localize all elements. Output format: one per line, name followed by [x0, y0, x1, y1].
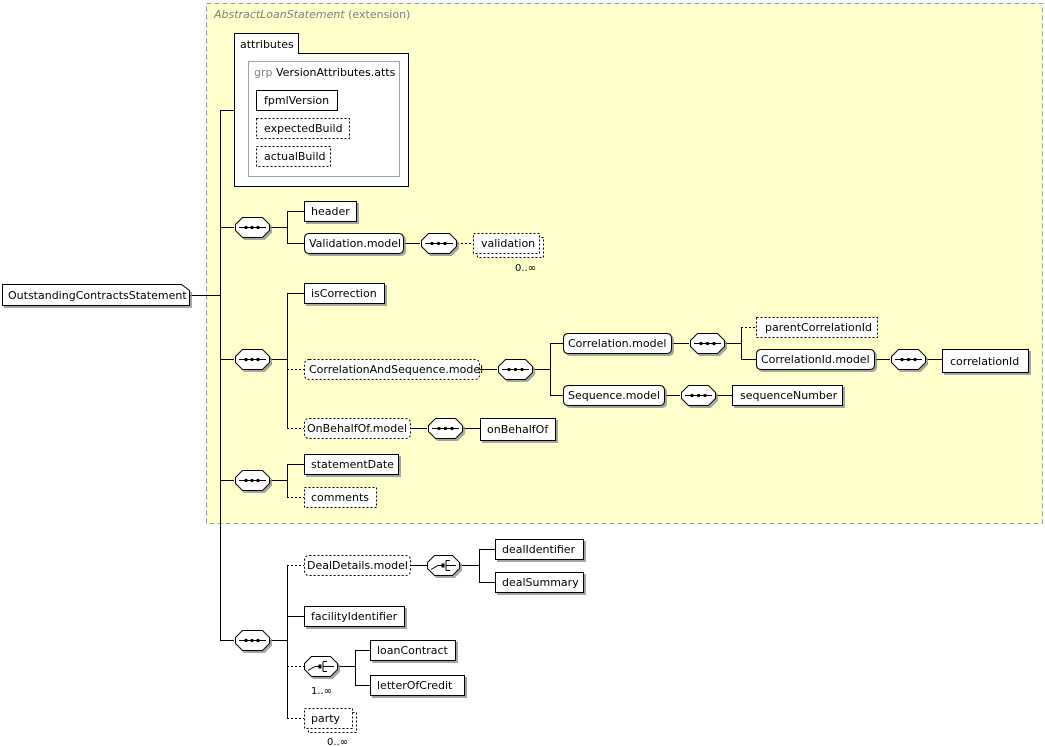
group-on-behalf-of-model-label: OnBehalfOf.model	[307, 422, 407, 435]
validation-cardinality: 0..∞	[515, 263, 536, 274]
sequence-compositor-on-behalf-of[interactable]	[428, 418, 463, 439]
attribute-actual-build-label: actualBuild	[264, 150, 325, 163]
group-deal-details-model-label: DealDetails.model	[307, 559, 408, 572]
choice-compositor-deal-details[interactable]	[427, 555, 460, 576]
element-party[interactable]: party	[304, 708, 357, 733]
element-validation[interactable]: validation	[473, 233, 544, 258]
group-correlation-and-sequence-model[interactable]: CorrelationAndSequence.model	[304, 359, 484, 380]
element-deal-identifier-label: dealIdentifier	[502, 543, 576, 556]
element-sequence-number-label: sequenceNumber	[740, 389, 838, 402]
connectors	[190, 110, 942, 719]
group-sequence-model-label: Sequence.model	[568, 389, 660, 402]
element-sequence-number[interactable]: sequenceNumber	[732, 385, 843, 406]
element-deal-summary[interactable]: dealSummary	[495, 572, 584, 593]
group-correlation-id-model-label: CorrelationId.model	[761, 353, 870, 366]
element-on-behalf-of-label: onBehalfOf	[487, 423, 549, 436]
sequence-compositor-validation[interactable]	[421, 233, 457, 254]
group-validation-model-label: Validation.model	[309, 237, 401, 250]
extension-title: AbstractLoanStatement (extension)	[213, 8, 410, 21]
sequence-compositor-sequence[interactable]	[681, 385, 716, 406]
attribute-fpml-version[interactable]	[256, 90, 338, 111]
element-on-behalf-of[interactable]: onBehalfOf	[480, 418, 556, 441]
attribute-expected-build-label: expectedBuild	[264, 122, 343, 135]
sequence-compositor-3[interactable]	[235, 470, 270, 491]
element-letter-of-credit[interactable]: letterOfCredit	[370, 675, 465, 696]
attributes-panel: attributes grp VersionAttributes.atts fp…	[234, 33, 409, 187]
element-correlation-id[interactable]: correlationId	[942, 349, 1029, 373]
element-loan-contract-label: loanContract	[377, 644, 449, 657]
group-deal-details-model[interactable]: DealDetails.model	[304, 555, 411, 576]
root-element-label: OutstandingContractsStatement	[8, 289, 187, 302]
element-statement-date[interactable]: statementDate	[304, 454, 399, 475]
element-deal-identifier[interactable]: dealIdentifier	[495, 539, 584, 560]
element-validation-label: validation	[481, 237, 535, 250]
group-on-behalf-of-model[interactable]: OnBehalfOf.model	[304, 418, 411, 439]
attribute-expected-build[interactable]	[256, 118, 350, 139]
party-cardinality: 0..∞	[327, 737, 348, 747]
attribute-group-title: grp VersionAttributes.atts	[254, 66, 396, 79]
sequence-compositor-4[interactable]	[235, 630, 270, 651]
sequence-compositor-2[interactable]	[235, 349, 270, 370]
group-correlation-model-label: Correlation.model	[568, 337, 666, 350]
element-comments-label: comments	[311, 491, 369, 504]
element-header[interactable]: header	[304, 201, 357, 222]
attribute-actual-build[interactable]	[256, 146, 331, 167]
group-correlation-model[interactable]: Correlation.model	[563, 333, 672, 354]
sequence-compositor-correlation[interactable]	[690, 333, 725, 354]
element-is-correction[interactable]: isCorrection	[304, 283, 385, 304]
element-statement-date-label: statementDate	[311, 458, 394, 471]
element-deal-summary-label: dealSummary	[502, 576, 579, 589]
group-validation-model[interactable]: Validation.model	[304, 233, 404, 254]
sequence-compositor-1[interactable]	[235, 217, 270, 238]
element-facility-identifier-label: facilityIdentifier	[311, 610, 398, 623]
element-parent-correlation-id-label: parentCorrelationId	[765, 321, 872, 334]
element-loan-contract[interactable]: loanContract	[370, 640, 456, 661]
group-correlation-id-model[interactable]: CorrelationId.model	[756, 349, 875, 370]
sequence-compositor-correlation-id[interactable]	[891, 349, 926, 370]
element-header-label: header	[311, 205, 350, 218]
choice-compositor-contract-type[interactable]	[304, 656, 338, 677]
sequence-compositor-correlation-and-sequence[interactable]	[498, 359, 533, 380]
choice-cardinality: 1..∞	[311, 686, 332, 697]
attribute-fpml-version-label: fpmlVersion	[264, 94, 329, 107]
element-letter-of-credit-label: letterOfCredit	[377, 679, 453, 692]
element-is-correction-label: isCorrection	[311, 287, 377, 300]
element-facility-identifier[interactable]: facilityIdentifier	[304, 606, 405, 627]
attributes-tab-label: attributes	[240, 38, 294, 51]
element-correlation-id-label: correlationId	[950, 355, 1019, 368]
element-parent-correlation-id[interactable]: parentCorrelationId	[756, 317, 878, 338]
element-comments[interactable]: comments	[304, 487, 377, 508]
root-element-outstanding-contracts-statement[interactable]: OutstandingContractsStatement	[2, 284, 190, 306]
group-sequence-model[interactable]: Sequence.model	[563, 385, 665, 406]
group-correlation-and-sequence-model-label: CorrelationAndSequence.model	[309, 363, 483, 376]
element-party-label: party	[311, 712, 341, 725]
